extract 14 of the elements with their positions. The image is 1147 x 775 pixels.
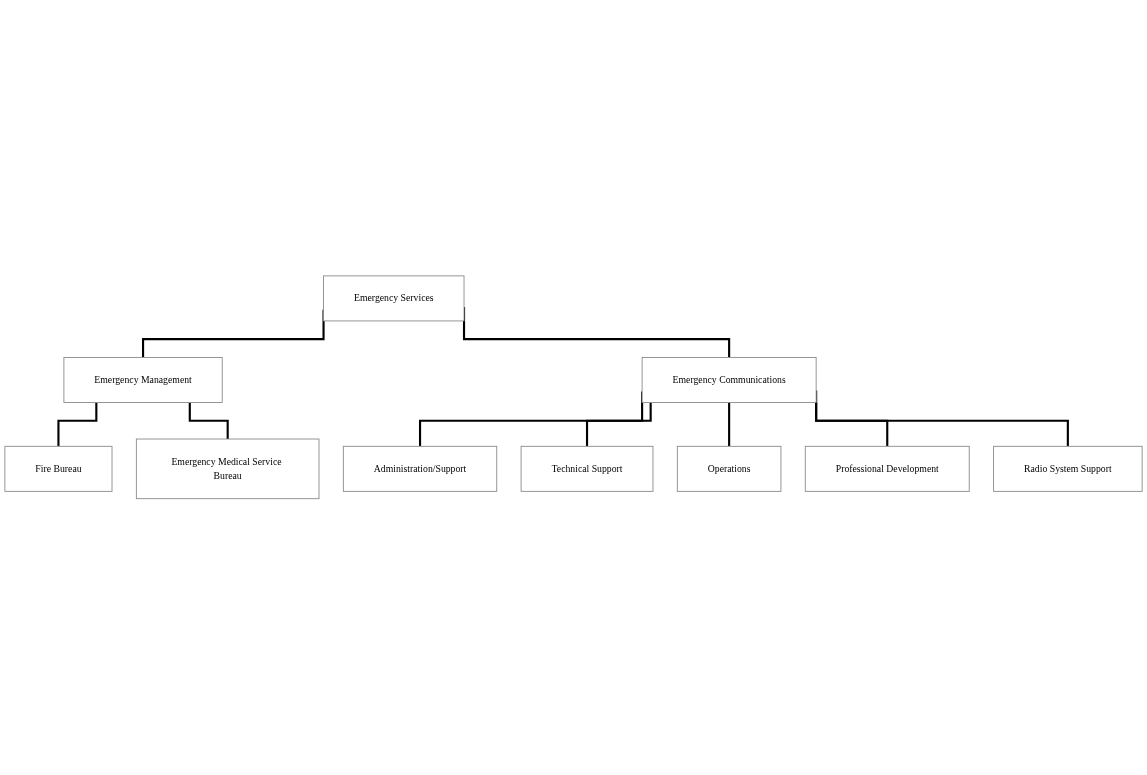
node-box: Emergency Communications	[641, 357, 817, 404]
node-box: Radio System Support	[993, 446, 1143, 493]
node-box: Emergency Management	[63, 357, 223, 404]
connector	[57, 402, 98, 448]
node-box: Professional Development	[804, 446, 970, 493]
node-box: Emergency Medical Service Bureau	[135, 438, 320, 500]
connector	[188, 402, 229, 441]
node-box: Technical Support	[520, 446, 654, 493]
node-box: Operations	[676, 446, 782, 493]
node-box: Administration/Support	[342, 446, 498, 493]
node-box: Fire Bureau	[4, 446, 113, 493]
connector	[585, 402, 652, 448]
node-box: Emergency Services	[323, 275, 465, 322]
connector	[728, 402, 731, 448]
